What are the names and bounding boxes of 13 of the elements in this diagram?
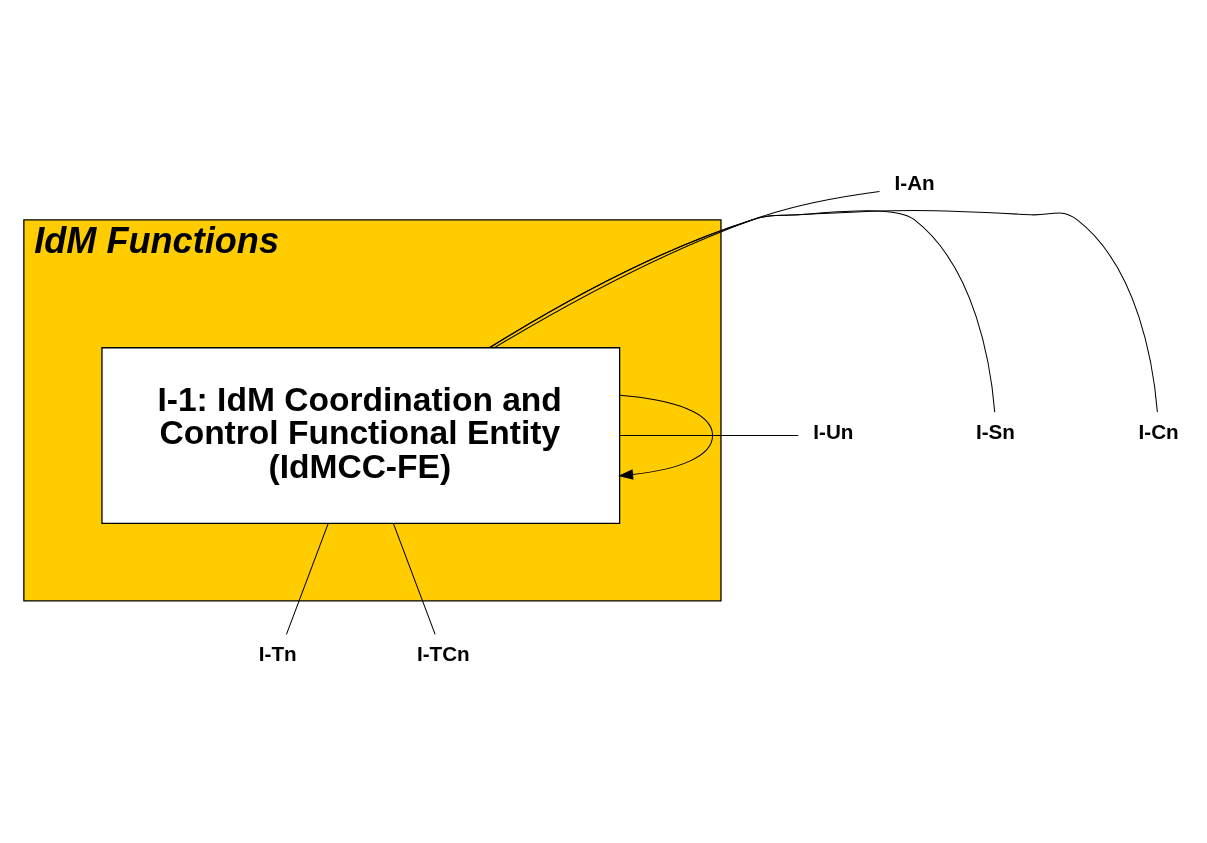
- node-text: I-An: [894, 170, 935, 194]
- connector: [489, 209, 1158, 413]
- node-text: I-Sn: [975, 419, 1015, 443]
- node-box: I-1: IdM Coordination and Control Functional Entity (IdMCC-FE): [101, 346, 621, 524]
- connector: [619, 434, 799, 436]
- node-text: I-Cn: [1138, 419, 1179, 443]
- connector: [285, 522, 329, 635]
- node-text: I-TCn: [416, 641, 470, 665]
- connector: [493, 190, 881, 348]
- arrow: [618, 394, 714, 480]
- node-text: I-Un: [813, 419, 854, 443]
- node-text: I-Tn: [258, 641, 297, 665]
- connector: [392, 522, 436, 635]
